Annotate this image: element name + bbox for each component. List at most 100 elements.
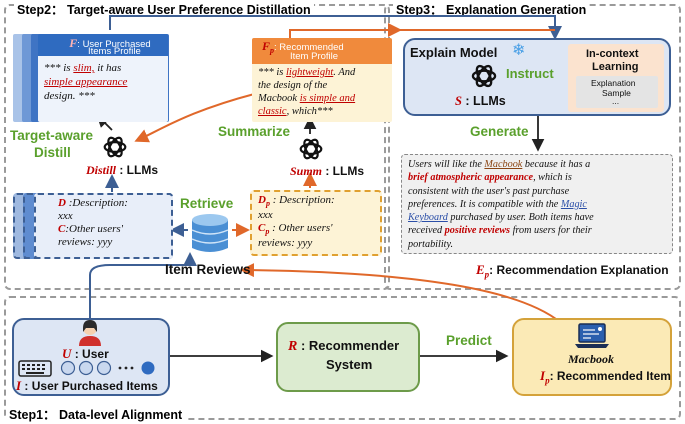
explanation-line-6: received positive reviews from users for… bbox=[408, 224, 670, 237]
explanation-line-7: portability. bbox=[408, 238, 453, 250]
keyboard-icon bbox=[18, 360, 52, 377]
review-left-d-text: :Description: bbox=[65, 197, 128, 209]
purchased-items-dots bbox=[60, 360, 155, 376]
explanation-text: Users will like the Macbook because it h… bbox=[408, 158, 670, 251]
user-profile-title-2: Items Profile bbox=[88, 46, 141, 57]
rec-profile-line3-a: Macbook bbox=[258, 93, 300, 104]
explain-llm-icon bbox=[471, 64, 497, 88]
expl-l1-a: Users will like the bbox=[408, 159, 485, 170]
summ-llm-label: Summ : LLMs bbox=[290, 164, 364, 179]
rec-profile-symbol: F bbox=[262, 39, 271, 53]
item-reviews-label: Item Reviews bbox=[165, 262, 251, 277]
expl-l6-a: received bbox=[408, 225, 445, 237]
review-right-d-val: xxx bbox=[258, 209, 273, 221]
review-left-c-sym: C bbox=[58, 223, 66, 235]
user-u-sym: U bbox=[62, 346, 72, 361]
explanation-box bbox=[401, 154, 673, 254]
expl-l6-b: positive reviews bbox=[444, 225, 511, 237]
review-right-box bbox=[250, 190, 382, 256]
distill-llm-label: Distill : LLMs bbox=[86, 163, 158, 178]
user-profile-line-3: design. *** bbox=[44, 90, 95, 102]
expl-l5-b: purchased by user. Both items have bbox=[447, 212, 594, 224]
user-i-text: : User Purchased Items bbox=[21, 379, 158, 393]
explain-llm-sym: S bbox=[455, 94, 462, 108]
arrow-recprofile-to-distill bbox=[134, 91, 263, 143]
database-icon bbox=[191, 214, 229, 252]
review-right-d-sym: D bbox=[258, 194, 266, 206]
distill-llm-name: Distill bbox=[86, 163, 117, 177]
rec-profile-line-4: classic, which*** bbox=[258, 106, 333, 117]
item-sym: I bbox=[540, 368, 546, 383]
user-u-text: : User bbox=[71, 347, 109, 361]
rec-profile-doc bbox=[252, 38, 392, 122]
user-profile-line1-a: *** is bbox=[44, 62, 74, 74]
rec-profile-line-2: the design of the bbox=[258, 80, 328, 91]
predict-label: Predict bbox=[446, 333, 492, 348]
rec-profile-line4-b: , which*** bbox=[286, 106, 333, 117]
explain-model-title: Explain Model bbox=[410, 45, 498, 60]
recommender-text-1: : Recommender bbox=[297, 338, 400, 353]
explanation-caption-sub: p bbox=[484, 269, 490, 280]
user-profile-symbol: F bbox=[69, 36, 78, 50]
step2-title: Step2： Target-aware User Preference Dist… bbox=[14, 0, 314, 18]
review-right-d-text: : Description: bbox=[269, 194, 335, 206]
icl-label-1: In-context bbox=[586, 48, 639, 60]
distill-label-1: Target-aware bbox=[10, 128, 94, 143]
expl-l1-c: because it has a bbox=[522, 159, 591, 170]
rec-profile-sub: p bbox=[270, 45, 275, 55]
expl-l4-b: Magic bbox=[560, 198, 587, 210]
expl-l5-a: Keyboard bbox=[408, 212, 448, 224]
user-profile-line-1: *** is slim, it has bbox=[44, 62, 121, 74]
rec-profile-line3-b: is simple and bbox=[299, 93, 356, 104]
distill-llm-suffix: : LLMs bbox=[116, 163, 159, 177]
explanation-line-3: consistent with the user's past purchase bbox=[408, 185, 570, 197]
recommender-box bbox=[276, 322, 420, 392]
review-right-c-sub: p bbox=[265, 227, 270, 237]
sample-label-3: ... bbox=[612, 96, 620, 106]
step3-title: Step3： Explanation Generation bbox=[393, 0, 590, 18]
rec-profile-line-3: Macbook is simple and bbox=[258, 93, 355, 104]
user-profile-line-2: simple appearance bbox=[44, 76, 128, 88]
user-avatar-icon bbox=[79, 320, 101, 346]
arrow-item-to-reviews bbox=[240, 263, 561, 323]
explanation-sample-box bbox=[576, 76, 658, 108]
rec-profile-title-2: Item Profile bbox=[290, 51, 339, 62]
user-label: U : User bbox=[62, 346, 109, 362]
review-left-c-text: :Other users' bbox=[65, 223, 123, 235]
snowflake-icon: ❄ bbox=[512, 42, 526, 59]
item-name: Macbook bbox=[568, 352, 614, 366]
user-profile-doc bbox=[38, 34, 168, 122]
explain-llm-label: S : LLMs bbox=[455, 94, 506, 109]
arrow-user-to-reviews bbox=[89, 252, 197, 320]
review-left-c: C:Other users' bbox=[58, 223, 123, 235]
step1-panel bbox=[4, 296, 681, 420]
rec-profile-line1-a: *** is bbox=[258, 67, 287, 78]
review-left-c-val: reviews: yyy bbox=[58, 236, 113, 248]
rec-profile-line-1: *** is lightweight. And bbox=[258, 67, 355, 78]
review-left-d-val: xxx bbox=[58, 210, 73, 222]
expl-l1-b: Macbook bbox=[484, 159, 523, 170]
rec-profile-line1-c: . And bbox=[333, 67, 356, 78]
summarize-label: Summarize bbox=[218, 124, 291, 139]
user-profile-title: F: User Purchased bbox=[60, 36, 160, 51]
review-left-d: D :Description: bbox=[58, 197, 128, 209]
rec-profile-title-1: : Recommended bbox=[274, 42, 344, 53]
summ-llm-suffix: : LLMs bbox=[322, 164, 365, 178]
item-text: : Recommended Item bbox=[549, 369, 671, 383]
rec-profile-title: Fp: Recommended bbox=[262, 39, 344, 55]
recommender-label-2: System bbox=[326, 357, 373, 372]
expl-l4-a: preferences. It is compatible with the bbox=[408, 198, 561, 210]
expl-l2-a: brief atmospheric appearance bbox=[408, 172, 534, 184]
review-right-c-val: reviews: yyy bbox=[258, 237, 313, 249]
sample-label-1: Explanation bbox=[591, 78, 636, 88]
user-items-label: I : User Purchased Items bbox=[16, 378, 158, 394]
review-left-box bbox=[34, 193, 173, 259]
summ-llm-icon bbox=[299, 138, 323, 160]
rec-profile-line4-a: classic bbox=[258, 106, 287, 117]
rec-profile-line1-b: lightweight bbox=[286, 67, 334, 78]
explanation-caption-sym: E bbox=[476, 262, 485, 277]
review-right-c: Cp : Other users' bbox=[258, 222, 333, 236]
user-profile-title-1: : User Purchased bbox=[77, 39, 151, 50]
arrow-profile-to-explain bbox=[109, 15, 562, 40]
